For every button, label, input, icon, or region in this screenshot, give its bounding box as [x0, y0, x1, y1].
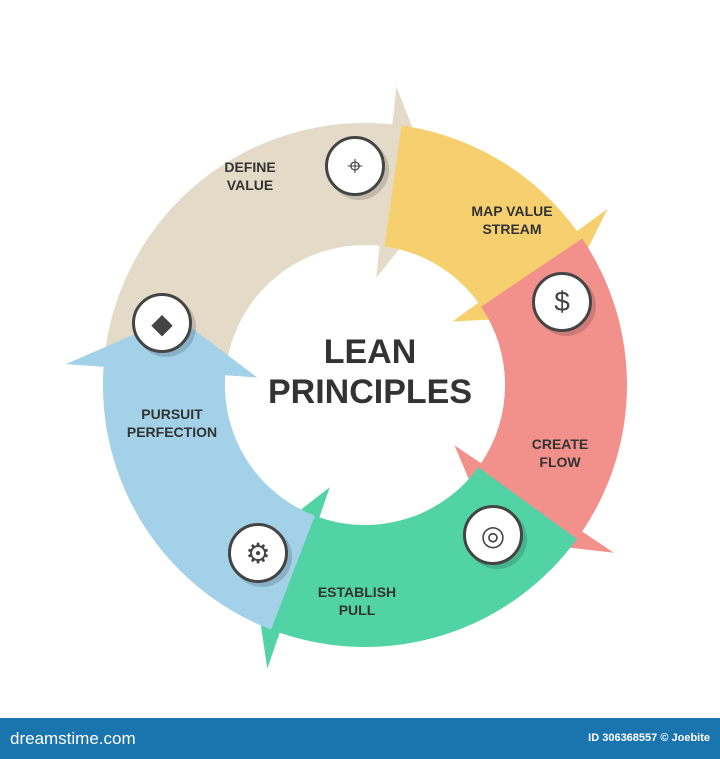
head-diamond-icon: ◆ — [132, 293, 192, 353]
footer-bar: dreamstime.com ID 306368557 © Joebite — [0, 718, 720, 759]
step-label-create-flow: CREATE FLOW — [531, 436, 589, 470]
brand-logo: dreamstime.com — [10, 729, 136, 748]
step-label-define-value: DEFINE VALUE — [224, 159, 276, 193]
gear-cycle-icon: ⚙ — [228, 523, 288, 583]
target-crosshair-icon: ⌖ — [325, 136, 385, 196]
step-label-establish-pull: ESTABLISH PULL — [317, 584, 397, 618]
step-label-map-value-stream: MAP VALUE STREAM — [471, 203, 553, 237]
dartboard-icon: ◎ — [463, 505, 523, 565]
step-label-pursuit-perfection: PURSUIT PERFECTION — [126, 406, 218, 440]
image-credit: ID 306368557 © Joebite — [588, 732, 710, 744]
dollar-cycle-icon: $ — [532, 272, 592, 332]
